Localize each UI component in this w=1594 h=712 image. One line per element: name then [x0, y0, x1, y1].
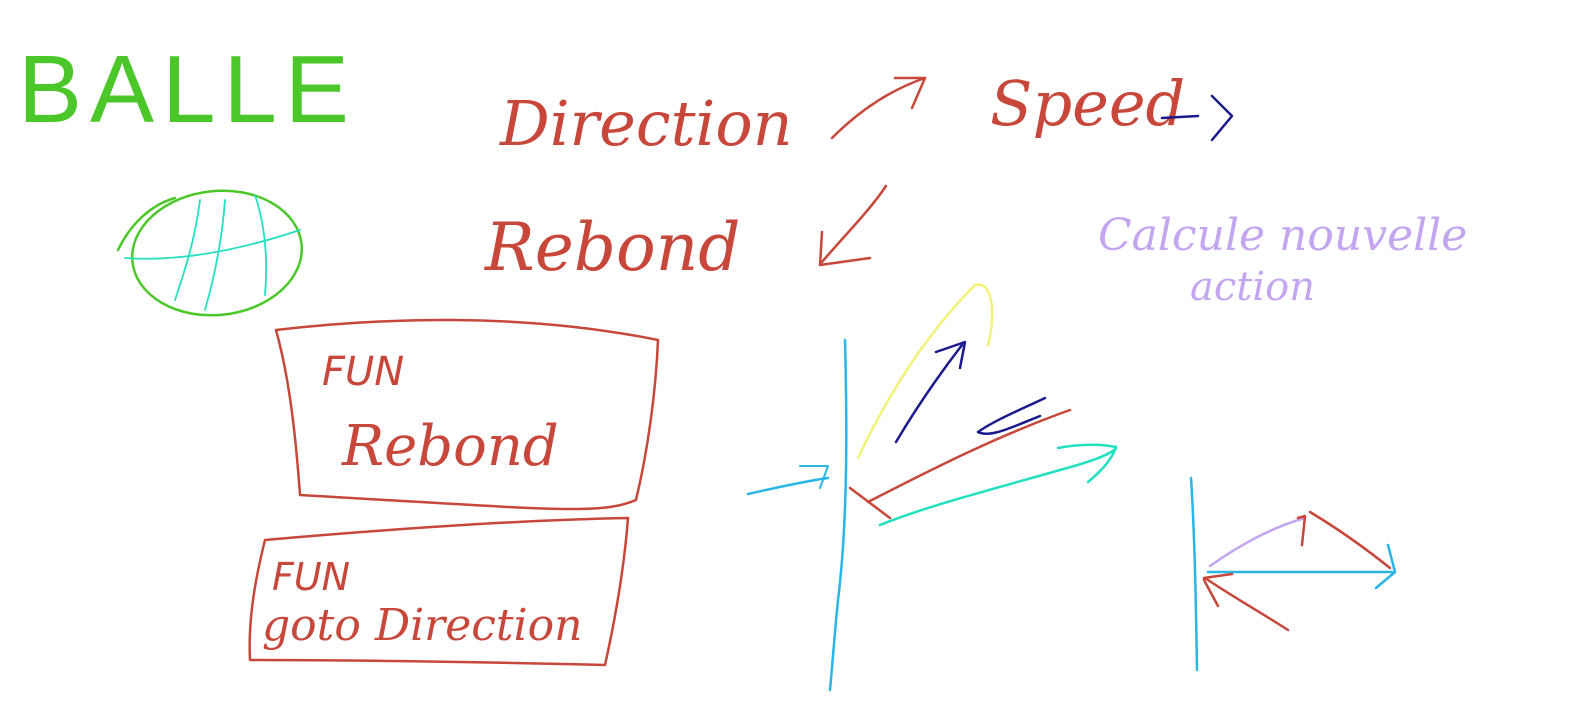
rebound-label: Rebond — [484, 209, 741, 286]
calc-label-line2: action — [1190, 264, 1315, 310]
title-text: BALLE — [18, 36, 357, 143]
box2-line1: FUN — [272, 555, 350, 599]
fun-goto-direction-box: FUN goto Direction — [248, 516, 630, 667]
speed-arrow-icon — [1160, 94, 1234, 142]
bounce-diagram-right — [1189, 476, 1397, 672]
speed-label: Speed — [990, 67, 1185, 140]
rebound-arrow-icon — [818, 184, 888, 267]
fun-rebond-box: FUN Rebond — [274, 318, 660, 511]
direction-label: Direction — [499, 87, 793, 160]
bounce-diagram-middle — [746, 283, 1118, 692]
direction-arrow-icon — [830, 76, 927, 140]
box2-line2: goto Direction — [262, 600, 582, 651]
ball-sketch — [116, 189, 304, 317]
box1-line1: FUN — [322, 349, 404, 395]
calc-label-line1: Calcule nouvelle — [1098, 210, 1467, 261]
box1-line2: Rebond — [341, 414, 559, 479]
